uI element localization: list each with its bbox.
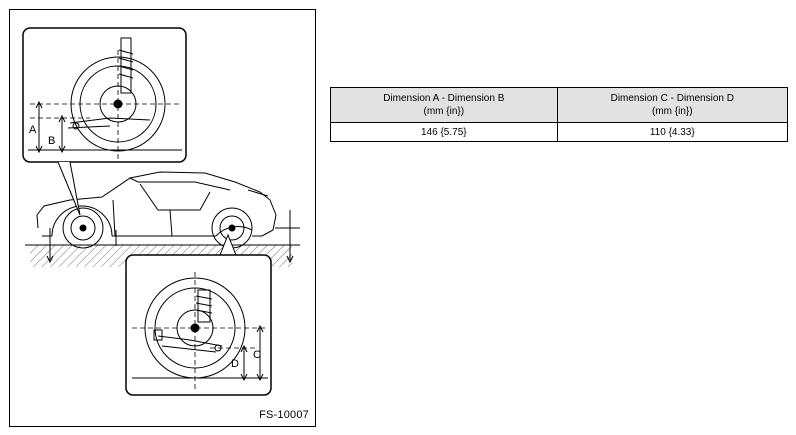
front-suspension-inset: A B <box>22 27 187 216</box>
label-d: D <box>231 358 239 370</box>
label-b: B <box>48 135 55 147</box>
header-cd-unit: (mm {in}) <box>652 106 693 117</box>
front-wheel <box>62 207 104 249</box>
label-a: A <box>29 124 37 136</box>
car-dimension-lines <box>46 210 300 264</box>
table-header-row: Dimension A - Dimension B (mm {in}) Dime… <box>330 87 789 123</box>
value-dimension-ab: 146 {5.75} <box>330 122 558 142</box>
dimension-table: Dimension A - Dimension B (mm {in}) Dime… <box>330 87 789 142</box>
header-ab-unit: (mm {in}) <box>423 106 465 117</box>
header-dimension-cd: Dimension C - Dimension D (mm {in}) <box>556 87 789 123</box>
figure-id-label: FS-10007 <box>259 409 309 421</box>
car-silhouette <box>36 171 277 237</box>
header-cd-title: Dimension C - Dimension D <box>610 93 734 104</box>
header-dimension-ab: Dimension A - Dimension B (mm {in}) <box>330 87 558 123</box>
ride-height-figure: A B <box>9 9 316 427</box>
header-ab-title: Dimension A - Dimension B <box>383 93 505 104</box>
rear-suspension-inset: C D <box>125 233 272 396</box>
table-row: 146 {5.75} 110 {4.33} <box>330 122 789 142</box>
diagram-drawing: A B <box>22 27 300 396</box>
value-dimension-cd: 110 {4.33} <box>556 122 789 142</box>
label-c: C <box>253 349 261 361</box>
